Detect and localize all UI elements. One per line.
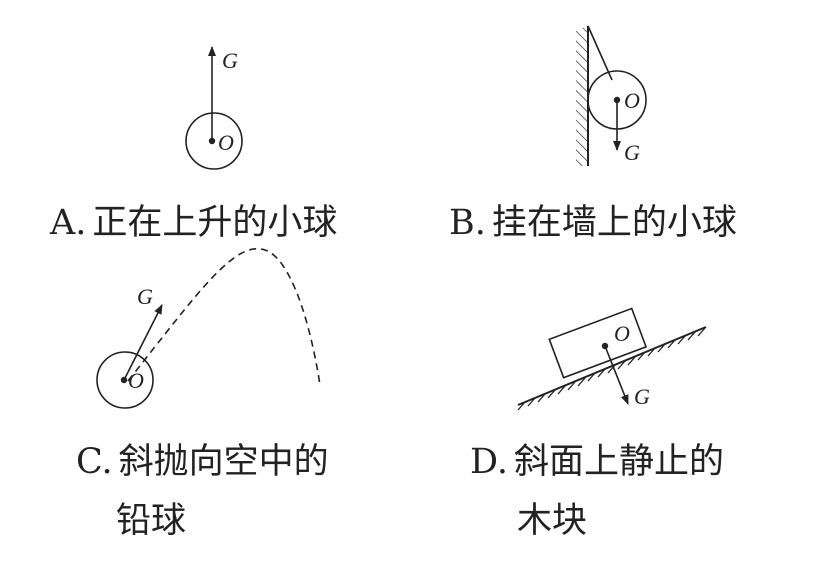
caption-b: B.挂在墙上的小球	[449, 201, 737, 245]
force-label-c: G	[137, 284, 153, 309]
option-text-c-line1: 斜抛向空中的	[118, 442, 329, 482]
option-text-c-line2: 铅球	[116, 501, 187, 541]
caption-c-line2: 铅球	[116, 499, 186, 543]
ball-c	[96, 351, 154, 409]
gravity-arrow-d	[604, 345, 629, 405]
wall-hatch-b	[576, 28, 588, 166]
ball-a	[185, 112, 243, 170]
point-label-a: O	[218, 130, 234, 155]
point-label-d: O	[614, 321, 630, 346]
gravity-arrow-c	[123, 304, 163, 381]
caption-d-line2: 木块	[517, 499, 587, 543]
diagram-d: O G	[517, 307, 707, 411]
incline-hatch-d	[517, 327, 706, 411]
option-text-d-line2: 木块	[517, 501, 588, 541]
option-text-b: 挂在墙上的小球	[491, 203, 737, 243]
caption-a: A.正在上升的小球	[50, 201, 337, 245]
option-text-a: 正在上升的小球	[92, 203, 338, 243]
block-d	[548, 307, 648, 379]
point-label-c: O	[128, 368, 144, 393]
point-label-b: O	[624, 88, 640, 113]
force-label-b: G	[624, 140, 640, 165]
diagram-b: O G	[576, 25, 647, 166]
force-label-d: G	[634, 384, 650, 409]
caption-c: C.斜抛向空中的	[76, 440, 329, 484]
string-b	[587, 25, 613, 81]
option-letter-a: A.	[50, 203, 87, 243]
caption-d: D.斜面上静止的	[470, 440, 724, 484]
option-letter-c: C.	[76, 442, 113, 482]
option-letter-d: D.	[470, 442, 508, 482]
force-label-a: G	[222, 48, 238, 73]
diagram-a: G O	[185, 46, 243, 170]
option-text-d-line1: 斜面上静止的	[513, 442, 724, 482]
diagram-c: G O	[96, 247, 321, 409]
option-letter-b: B.	[449, 203, 486, 243]
trajectory-c	[127, 247, 321, 386]
